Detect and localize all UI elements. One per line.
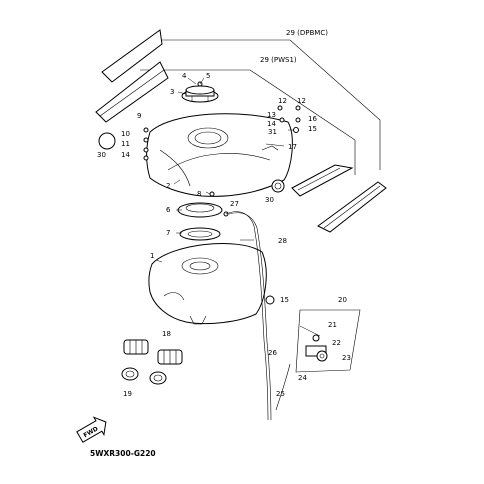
callout-23: 23 [342,354,351,362]
decal-left-lower [95,61,169,123]
callout-9: 9 [137,112,141,120]
mount-collars [121,367,167,385]
callout-3: 3 [170,88,174,96]
decal-left-upper [101,29,163,83]
callout-18: 18 [162,330,171,338]
callout-1: 1 [150,252,154,260]
callout-28: 28 [278,237,287,245]
bracket [261,145,279,151]
callout-4: 4 [182,72,187,80]
decal-right-upper [291,164,354,197]
callout-labels: 29 (DPBMC) 29 (PWS1) 4 5 3 9 10 11 14 30… [97,29,351,398]
callout-24: 24 [298,374,307,382]
callout-22: 22 [332,339,341,347]
tank-cover [146,113,293,197]
callout-26: 26 [268,349,277,357]
callout-12-right: 12 [297,97,306,105]
callout-17: 17 [288,143,297,151]
damper-left [98,132,116,150]
callout-14-left: 14 [121,151,130,159]
callout-11: 11 [121,140,130,148]
grommet-right [271,179,285,193]
callout-30-right: 30 [265,196,274,204]
decal-right-lower [317,181,387,233]
callout-6: 6 [166,206,171,214]
callout-15-top: 15 [308,125,317,133]
leader-lines [155,77,294,263]
fuel-cap-assembly [181,81,219,103]
callout-25: 25 [276,390,285,398]
callout-16: 16 [308,115,317,123]
filler-gasket [179,227,221,241]
callout-21: 21 [328,321,337,329]
callout-15-bottom: 15 [280,296,289,304]
callout-29-pws1: 29 (PWS1) [260,56,297,64]
fuel-tank [148,243,267,325]
callout-12-left: 12 [278,97,287,105]
callout-20: 20 [338,296,347,304]
fuel-cock-group [295,309,361,373]
callout-8: 8 [197,190,201,198]
mount-grommets [123,339,183,365]
breather-hose [225,211,272,421]
fwd-arrow-icon: FWD [76,416,107,443]
callout-10: 10 [121,130,130,138]
callout-7: 7 [166,229,170,237]
decal-frame-lines [140,39,381,175]
filler-ring [177,202,223,218]
callout-2: 2 [166,182,170,190]
callout-30-left: 30 [97,151,106,159]
drain-hose [275,363,291,411]
callout-13: 13 [267,111,276,119]
callout-31: 31 [268,128,277,136]
callout-19: 19 [123,390,132,398]
diagram-code: 5WXR300-G220 [90,449,156,458]
callout-14-right: 14 [267,120,276,128]
callout-27: 27 [230,200,239,208]
callout-5: 5 [206,72,210,80]
callout-29-dpbmc: 29 (DPBMC) [286,29,328,37]
